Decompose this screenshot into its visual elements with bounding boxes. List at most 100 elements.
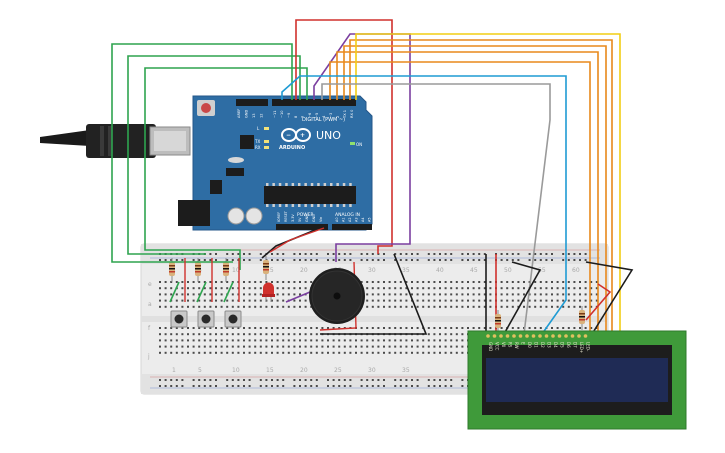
breadboard-hole[interactable] [282, 345, 285, 348]
breadboard-hole[interactable] [338, 259, 341, 261]
breadboard-hole[interactable] [237, 327, 240, 329]
breadboard-hole[interactable] [545, 259, 548, 261]
breadboard-hole[interactable] [226, 351, 229, 354]
breadboard-hole[interactable] [181, 351, 184, 354]
breadboard-hole[interactable] [293, 299, 296, 302]
breadboard-hole[interactable] [321, 339, 324, 342]
breadboard-hole[interactable] [427, 259, 430, 261]
breadboard-hole[interactable] [511, 253, 514, 255]
breadboard-hole[interactable] [209, 345, 212, 348]
breadboard-hole[interactable] [523, 305, 525, 308]
lcd-pin[interactable] [557, 334, 562, 338]
breadboard-hole[interactable] [349, 379, 352, 381]
breadboard-hole[interactable] [405, 379, 408, 381]
breadboard-hole[interactable] [170, 287, 173, 290]
breadboard-hole[interactable] [321, 351, 324, 354]
breadboard-hole[interactable] [383, 385, 385, 387]
breadboard-hole[interactable] [360, 339, 363, 342]
breadboard-hole[interactable] [562, 293, 565, 296]
breadboard-hole[interactable] [517, 299, 520, 302]
breadboard-hole[interactable] [584, 281, 587, 283]
breadboard-hole[interactable] [276, 299, 279, 302]
breadboard-hole[interactable] [455, 293, 458, 296]
breadboard-hole[interactable] [271, 351, 273, 354]
breadboard-hole[interactable] [198, 385, 201, 387]
breadboard-hole[interactable] [243, 293, 245, 296]
breadboard-hole[interactable] [187, 299, 189, 302]
breadboard-hole[interactable] [209, 299, 212, 302]
breadboard-hole[interactable] [427, 281, 430, 283]
breadboard-hole[interactable] [573, 299, 576, 302]
breadboard-hole[interactable] [187, 333, 189, 336]
breadboard-hole[interactable] [455, 299, 458, 302]
breadboard-hole[interactable] [203, 305, 206, 308]
breadboard-hole[interactable] [310, 339, 313, 342]
breadboard-hole[interactable] [478, 327, 481, 329]
breadboard-hole[interactable] [259, 333, 262, 336]
breadboard-hole[interactable] [198, 351, 201, 354]
breadboard-hole[interactable] [371, 385, 374, 387]
breadboard-hole[interactable] [377, 305, 380, 308]
breadboard-hole[interactable] [355, 345, 357, 348]
breadboard-hole[interactable] [371, 379, 374, 381]
breadboard-hole[interactable] [164, 259, 167, 261]
breadboard-hole[interactable] [590, 281, 593, 283]
breadboard-hole[interactable] [338, 351, 341, 354]
breadboard-hole[interactable] [411, 327, 413, 329]
breadboard-hole[interactable] [276, 333, 279, 336]
breadboard-hole[interactable] [444, 287, 447, 290]
breadboard-hole[interactable] [433, 379, 436, 381]
breadboard-hole[interactable] [472, 259, 475, 261]
breadboard-hole[interactable] [394, 327, 397, 329]
breadboard-hole[interactable] [478, 299, 481, 302]
breadboard-hole[interactable] [159, 351, 161, 354]
breadboard-hole[interactable] [567, 327, 570, 329]
breadboard-hole[interactable] [282, 339, 285, 342]
breadboard-hole[interactable] [248, 287, 251, 290]
breadboard-hole[interactable] [455, 339, 458, 342]
breadboard-hole[interactable] [433, 339, 436, 342]
breadboard-hole[interactable] [310, 351, 313, 354]
breadboard-hole[interactable] [332, 339, 335, 342]
breadboard-hole[interactable] [450, 351, 453, 354]
breadboard-hole[interactable] [461, 287, 464, 290]
breadboard-hole[interactable] [287, 345, 290, 348]
breadboard-hole[interactable] [170, 327, 173, 329]
breadboard-hole[interactable] [573, 253, 576, 255]
breadboard-hole[interactable] [338, 253, 341, 255]
breadboard-hole[interactable] [243, 333, 245, 336]
breadboard-hole[interactable] [282, 333, 285, 336]
breadboard-hole[interactable] [215, 339, 217, 342]
breadboard-hole[interactable] [304, 305, 307, 308]
pushbutton-3[interactable] [224, 310, 242, 328]
breadboard-hole[interactable] [181, 299, 184, 302]
breadboard-hole[interactable] [226, 379, 229, 381]
breadboard-hole[interactable] [209, 287, 212, 290]
breadboard-hole[interactable] [271, 281, 273, 283]
breadboard-hole[interactable] [164, 281, 167, 283]
breadboard-hole[interactable] [259, 351, 262, 354]
breadboard-hole[interactable] [243, 253, 245, 255]
breadboard-hole[interactable] [293, 287, 296, 290]
breadboard-hole[interactable] [439, 253, 441, 255]
breadboard-hole[interactable] [405, 351, 408, 354]
breadboard-hole[interactable] [450, 327, 453, 329]
breadboard-hole[interactable] [427, 253, 430, 255]
breadboard-hole[interactable] [203, 345, 206, 348]
breadboard-hole[interactable] [383, 351, 385, 354]
breadboard-hole[interactable] [203, 327, 206, 329]
breadboard-hole[interactable] [299, 281, 301, 283]
breadboard-hole[interactable] [343, 385, 346, 387]
breadboard-hole[interactable] [399, 327, 402, 329]
breadboard-hole[interactable] [164, 333, 167, 336]
breadboard-hole[interactable] [237, 253, 240, 255]
breadboard-hole[interactable] [198, 293, 201, 296]
breadboard-hole[interactable] [265, 281, 268, 283]
breadboard-hole[interactable] [483, 305, 486, 308]
breadboard-hole[interactable] [483, 327, 486, 329]
breadboard-hole[interactable] [506, 287, 509, 290]
breadboard-hole[interactable] [523, 299, 525, 302]
breadboard-hole[interactable] [411, 379, 413, 381]
breadboard-hole[interactable] [343, 345, 346, 348]
breadboard-hole[interactable] [551, 281, 553, 283]
